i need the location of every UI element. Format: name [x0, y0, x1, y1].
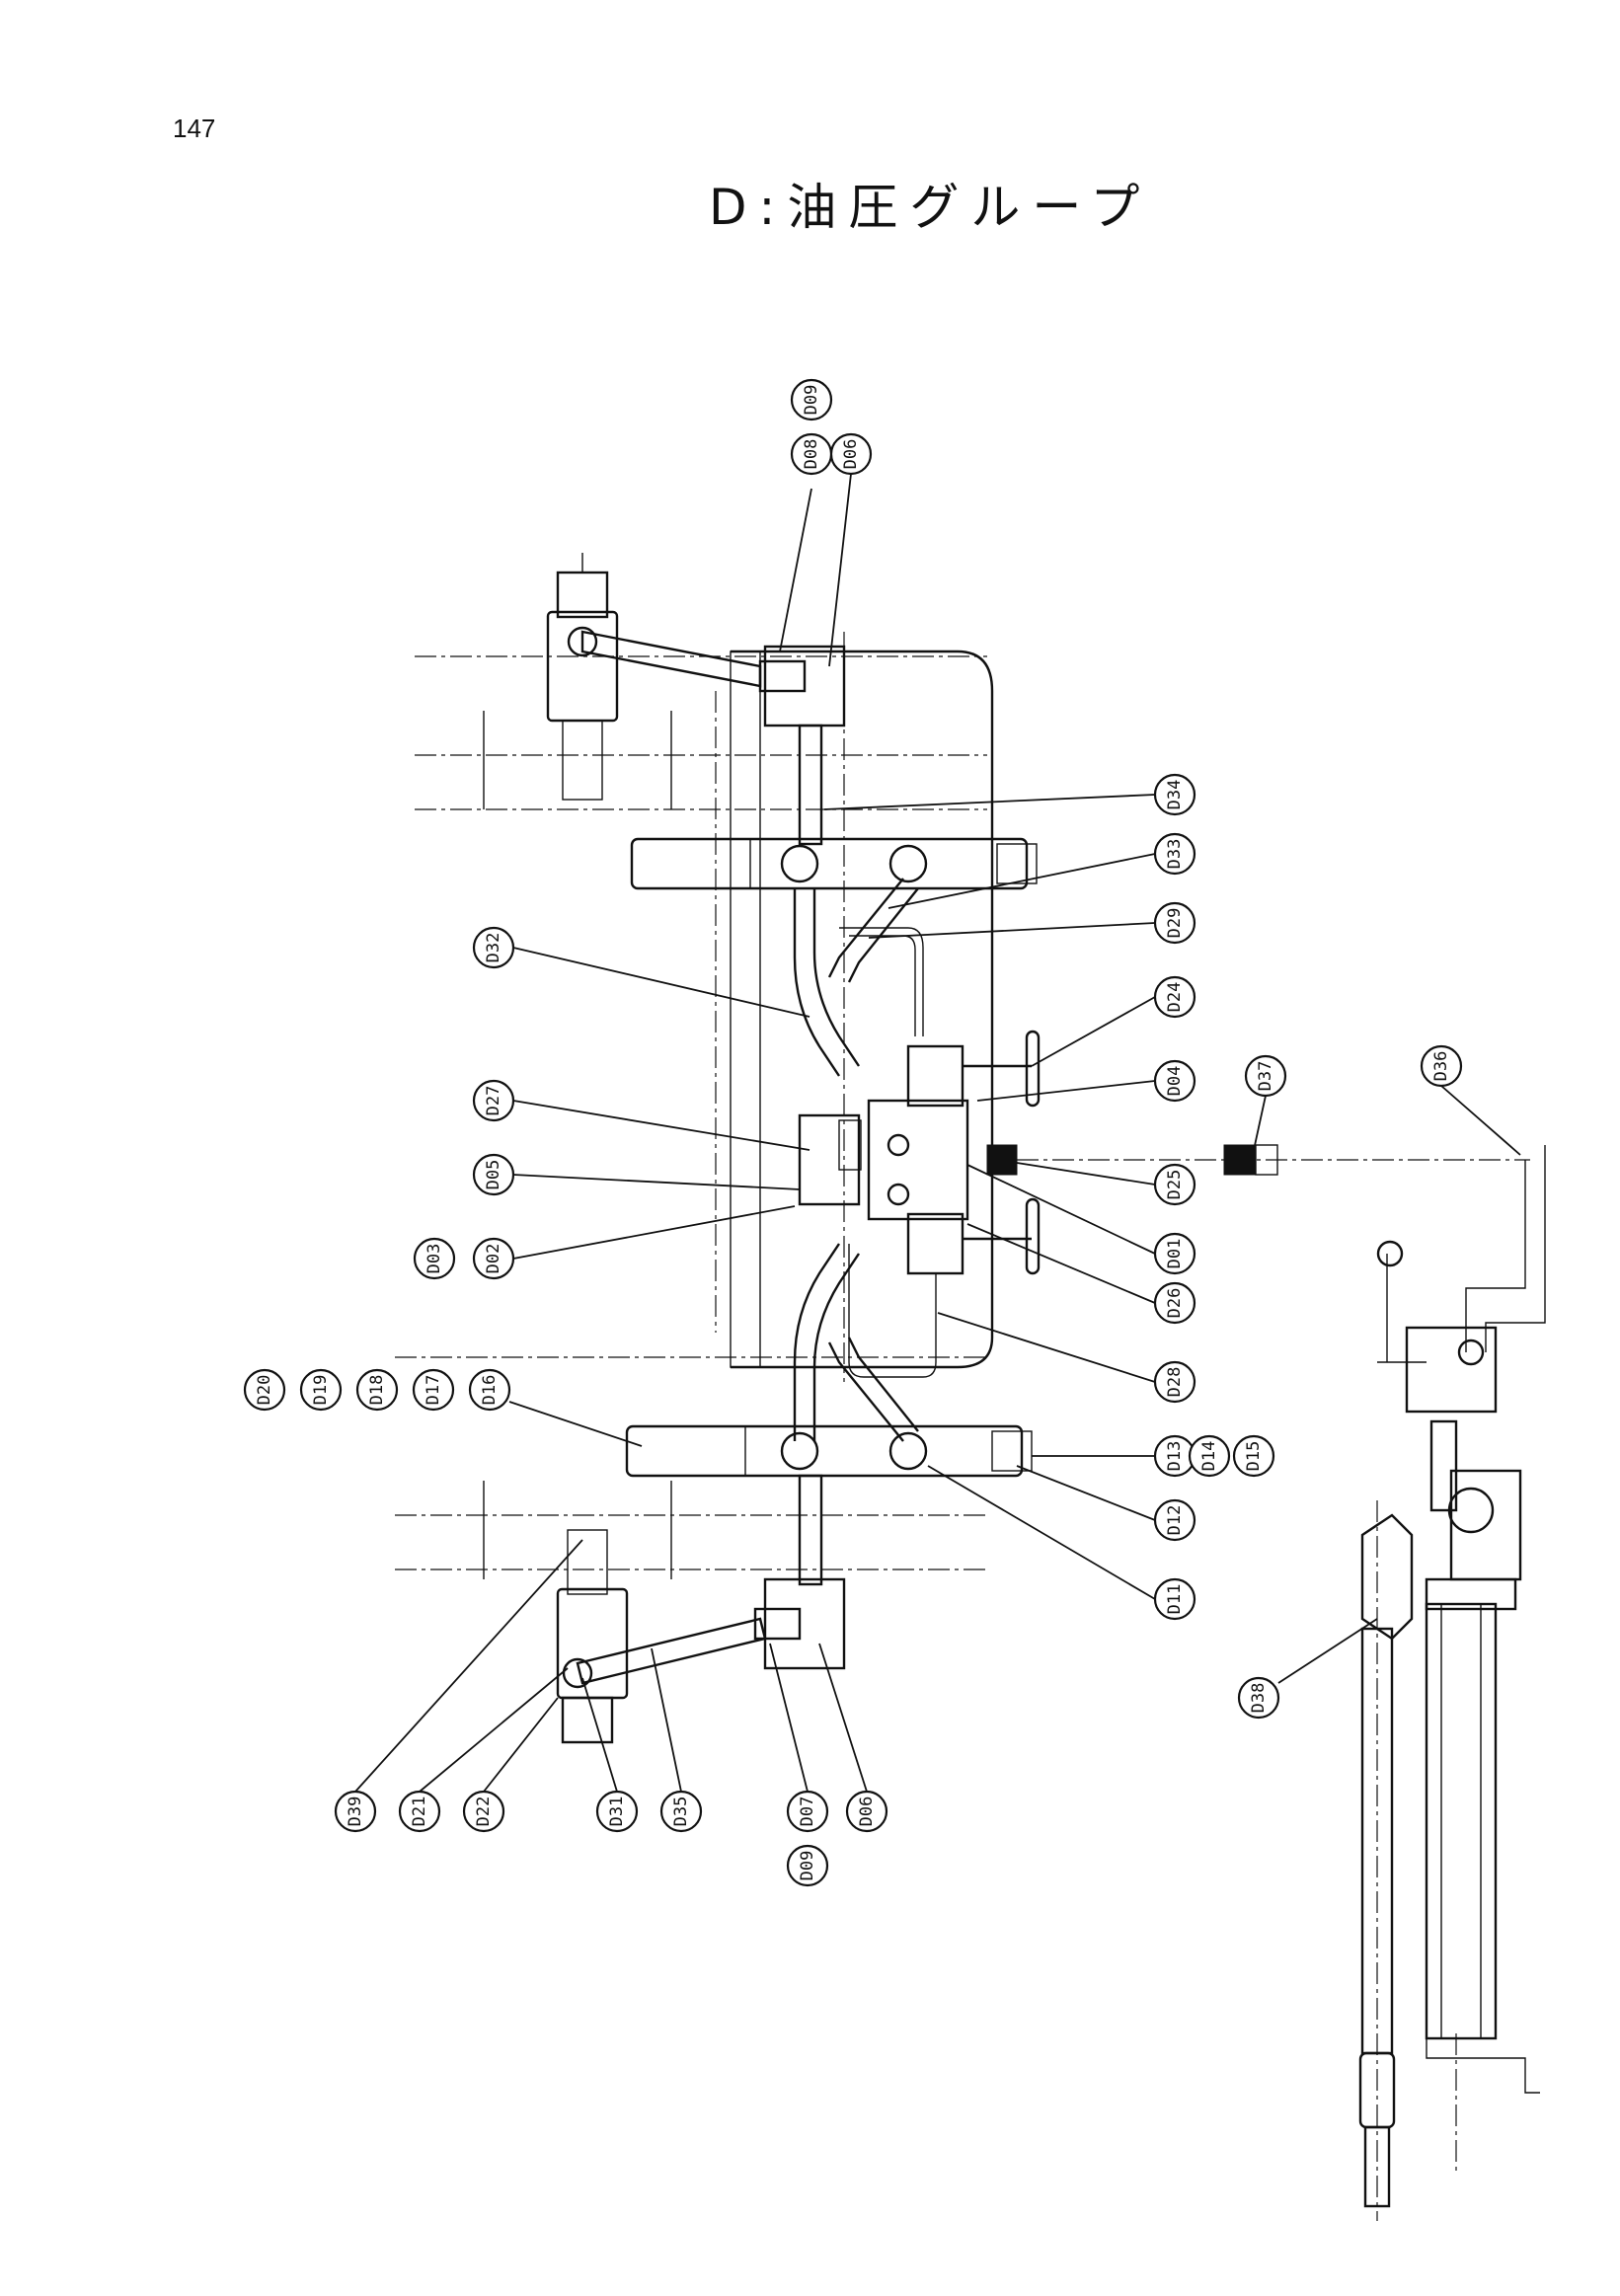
callout-d22 — [462, 1790, 505, 1833]
callout-d25 — [1153, 1163, 1196, 1206]
callout-d39-label: D39 — [346, 1797, 365, 1827]
callout-d05 — [472, 1153, 515, 1196]
callout-d29 — [1153, 901, 1196, 945]
callout-d13-label: D13 — [1165, 1441, 1185, 1472]
callout-d31 — [595, 1790, 639, 1833]
callout-d08-label: D08 — [802, 439, 821, 470]
callout-d03-label: D03 — [424, 1244, 444, 1274]
callout-d02 — [472, 1237, 515, 1280]
callout-d26-label: D26 — [1165, 1288, 1185, 1319]
callout-d35-label: D35 — [671, 1797, 691, 1827]
callout-d21-label: D21 — [410, 1797, 429, 1827]
callout-d01 — [1153, 1232, 1196, 1275]
callout-d27-label: D27 — [484, 1086, 503, 1116]
callout-d28 — [1153, 1360, 1196, 1404]
callout-d34 — [1153, 773, 1196, 816]
callout-d29-label: D29 — [1165, 908, 1185, 939]
callout-d15 — [1232, 1434, 1275, 1478]
callout-d39 — [334, 1790, 377, 1833]
callout-d11-label: D11 — [1165, 1584, 1185, 1615]
callout-d09-bottom-label: D09 — [798, 1851, 817, 1881]
callout-d17-label: D17 — [424, 1375, 443, 1406]
callout-d19-label: D19 — [311, 1375, 331, 1406]
callout-d28-label: D28 — [1165, 1367, 1185, 1398]
callout-d03 — [413, 1237, 456, 1280]
callout-d33 — [1153, 832, 1196, 876]
callout-d24-label: D24 — [1165, 982, 1185, 1013]
callout-d20-label: D20 — [255, 1375, 274, 1406]
callout-d37 — [1244, 1054, 1287, 1098]
callout-d06-top-label: D06 — [841, 439, 861, 470]
callout-d06-bottom — [845, 1790, 888, 1833]
callout-d20 — [243, 1368, 286, 1412]
callout-d12-label: D12 — [1165, 1505, 1185, 1536]
callout-d15-label: D15 — [1244, 1441, 1264, 1472]
callout-d32 — [472, 926, 515, 969]
callout-d31-label: D31 — [607, 1797, 627, 1827]
callout-d22-label: D22 — [474, 1797, 494, 1827]
callout-d16 — [468, 1368, 511, 1412]
callout-d21 — [398, 1790, 441, 1833]
callout-d06-top — [829, 432, 873, 476]
callout-d33-label: D33 — [1165, 839, 1185, 870]
callout-d26 — [1153, 1281, 1196, 1325]
callout-d37-label: D37 — [1256, 1061, 1275, 1092]
callout-d14 — [1188, 1434, 1231, 1478]
page-title: D:油圧グループ — [709, 179, 1152, 236]
callout-d07-label: D07 — [798, 1797, 817, 1827]
callout-d32-label: D32 — [484, 933, 503, 963]
callout-d04 — [1153, 1059, 1196, 1103]
callout-d09-top — [790, 378, 833, 421]
callout-d18-label: D18 — [367, 1375, 387, 1406]
callout-d36-label: D36 — [1431, 1051, 1451, 1082]
callout-d27 — [472, 1079, 515, 1122]
callout-d38-label: D38 — [1249, 1683, 1269, 1714]
callout-d04-label: D04 — [1165, 1066, 1185, 1097]
callout-d02-label: D02 — [484, 1244, 503, 1274]
callout-d25-label: D25 — [1165, 1170, 1185, 1200]
callout-d12 — [1153, 1498, 1196, 1542]
callout-d17 — [412, 1368, 455, 1412]
callout-d16-label: D16 — [480, 1375, 500, 1406]
callout-d11 — [1153, 1577, 1196, 1621]
callout-d18 — [355, 1368, 399, 1412]
callout-d09-bottom — [786, 1844, 829, 1887]
callout-d07 — [786, 1790, 829, 1833]
page-number: 147 — [173, 114, 216, 143]
callout-d19 — [299, 1368, 343, 1412]
callout-d36 — [1420, 1044, 1463, 1088]
callout-d01-label: D01 — [1165, 1239, 1185, 1269]
callout-d38 — [1237, 1676, 1280, 1720]
callout-d06-bottom-label: D06 — [857, 1797, 877, 1827]
callout-d34-label: D34 — [1165, 780, 1185, 810]
callout-d35 — [659, 1790, 703, 1833]
callout-d09-top-label: D09 — [802, 385, 821, 416]
callout-d14-label: D14 — [1199, 1441, 1219, 1472]
callout-d05-label: D05 — [484, 1160, 503, 1190]
callout-d24 — [1153, 975, 1196, 1019]
